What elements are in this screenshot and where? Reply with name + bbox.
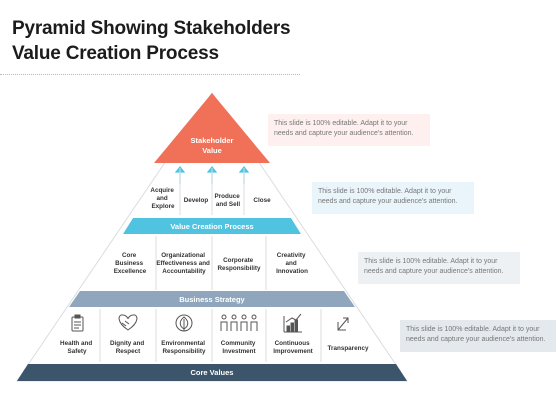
band-value-creation-process bbox=[123, 218, 301, 234]
handshake-heart-icon bbox=[118, 314, 138, 331]
strategy-item-core-business: Core Business Excellence bbox=[114, 252, 147, 275]
apex-label-line-2: Value bbox=[202, 146, 222, 155]
core-dividers bbox=[99, 309, 322, 362]
people-group-icon bbox=[220, 314, 258, 331]
note-business-strategy: This slide is 100% editable. Adapt it to… bbox=[358, 252, 520, 284]
process-item-develop: Develop bbox=[184, 197, 209, 204]
clipboard-icon bbox=[71, 314, 84, 332]
note-core-values: This slide is 100% editable. Adapt it to… bbox=[400, 320, 556, 352]
core-item-community: Community Investment bbox=[221, 340, 257, 355]
apex-label-line-1: Stakeholder bbox=[191, 136, 234, 145]
band-core-values-label: Core Values bbox=[191, 368, 234, 377]
arrows-icon bbox=[337, 317, 349, 331]
band-core-values bbox=[17, 364, 407, 381]
core-item-dignity: Dignity and Respect bbox=[110, 340, 146, 355]
growth-chart-icon bbox=[283, 313, 302, 333]
process-items: Acquire and Explore Develop Produce and … bbox=[150, 187, 271, 210]
core-items: Health and Safety Dignity and Respect En… bbox=[60, 340, 369, 355]
apex-stakeholder-value bbox=[154, 93, 270, 163]
strategy-dividers bbox=[155, 236, 267, 290]
band-business-strategy bbox=[69, 291, 355, 307]
title-divider bbox=[0, 74, 300, 75]
title-line-2: Value Creation Process bbox=[12, 43, 219, 64]
process-dividers bbox=[179, 168, 245, 215]
core-item-health: Health and Safety bbox=[60, 340, 94, 355]
band-value-creation-label: Value Creation Process bbox=[170, 222, 253, 231]
page-title: Pyramid Showing Stakeholders Value Creat… bbox=[12, 16, 312, 66]
core-item-environmental: Environmental Responsibility bbox=[161, 340, 207, 355]
process-item-acquire: Acquire and Explore bbox=[150, 187, 175, 210]
strategy-item-organizational: Organizational Effectiveness and Account… bbox=[156, 252, 211, 275]
process-item-produce: Produce and Sell bbox=[215, 193, 242, 208]
note-value-creation: This slide is 100% editable. Adapt it to… bbox=[312, 182, 474, 214]
strategy-item-creativity: Creativity and Innovation bbox=[276, 252, 308, 275]
band-business-strategy-label: Business Strategy bbox=[179, 295, 245, 304]
title-line-1: Pyramid Showing Stakeholders bbox=[12, 18, 291, 39]
core-item-transparency: Transparency bbox=[328, 345, 369, 352]
note-stakeholder-value: This slide is 100% editable. Adapt it to… bbox=[268, 114, 430, 146]
leaf-icon bbox=[175, 314, 193, 332]
core-item-continuous: Continuous Improvement bbox=[273, 340, 313, 355]
strategy-item-corporate: Corporate Responsibility bbox=[217, 257, 261, 272]
process-item-close: Close bbox=[253, 197, 271, 204]
strategy-items: Core Business Excellence Organizational … bbox=[114, 252, 308, 275]
